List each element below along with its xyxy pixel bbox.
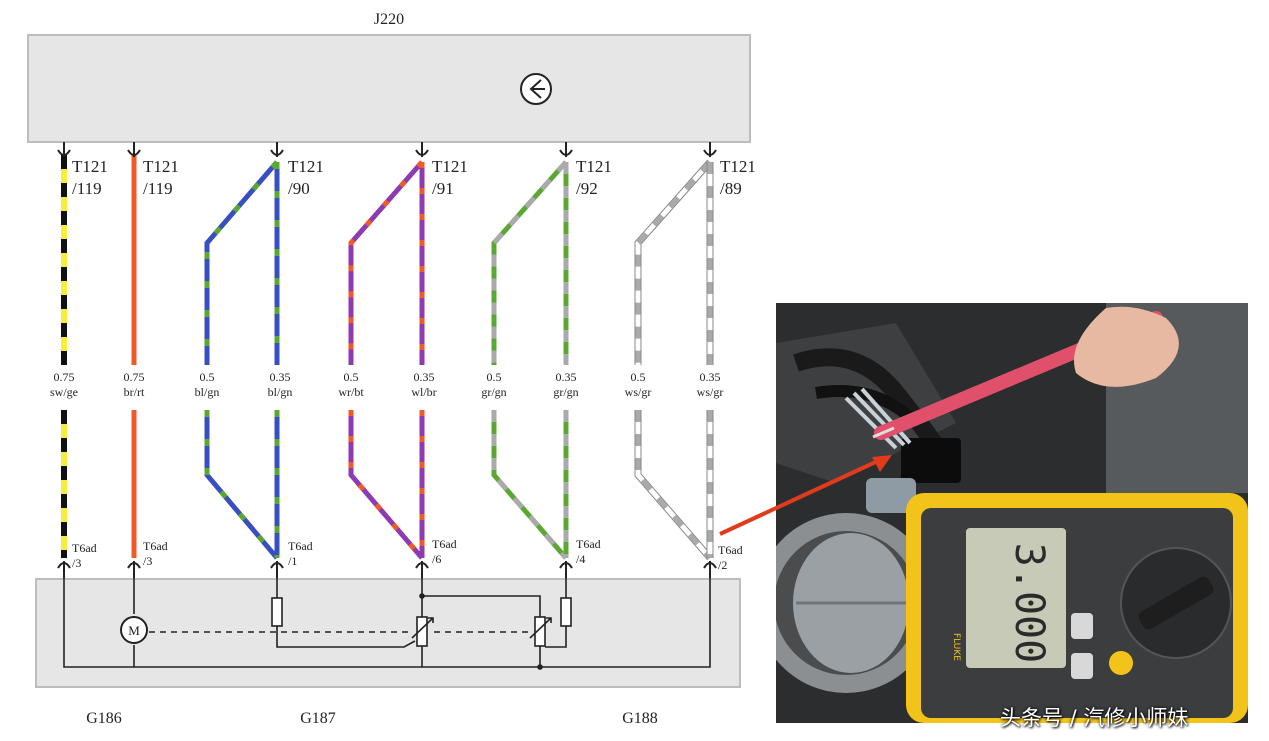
connector-name: T6ad: [718, 543, 743, 557]
wire-size: 0.5: [344, 370, 359, 384]
wire-7-gr-gn: [491, 160, 568, 560]
wire-color: gr/gn: [481, 385, 506, 399]
wire-color: br/rt: [124, 385, 145, 399]
watermark: 头条号 / 汽修小师妹: [1000, 706, 1189, 730]
connector-pin: /119: [72, 179, 102, 198]
connector-pin: /2: [718, 558, 727, 572]
wire-color: sw/ge: [50, 385, 78, 399]
pin-arrow-icon: [703, 142, 717, 157]
ground-symbol-icon: [520, 73, 552, 105]
pin-arrow-icon: [57, 142, 71, 157]
motor-icon: M: [120, 616, 148, 644]
wire-size: 0.35: [414, 370, 435, 384]
motor-symbol: M: [128, 623, 140, 638]
wire-size: 0.35: [556, 370, 577, 384]
wire-color: ws/gr: [625, 385, 652, 399]
connector-pin: /4: [576, 552, 585, 566]
connector-name: T6ad: [432, 537, 457, 551]
connector-name: T6ad: [288, 539, 313, 553]
component-g186: G186: [86, 710, 122, 727]
wire-labels: 0.75 sw/ge 0.75 br/rt 0.5 bl/gn 0.35 bl/…: [50, 370, 723, 399]
multimeter: 3.000 FLUKE: [906, 493, 1248, 723]
connector-name: T6ad: [576, 537, 601, 551]
pin-arrow-icon: [270, 561, 284, 578]
connector-name: T6ad: [72, 541, 97, 555]
wire-color: wr/bt: [338, 385, 364, 399]
wire-size: 0.5: [487, 370, 502, 384]
throttle-body: [776, 513, 936, 693]
connector-name: T121: [288, 157, 324, 176]
top-connector-symbols: [57, 142, 717, 157]
wire-color: gr/gn: [553, 385, 578, 399]
pin-arrow-icon: [559, 561, 573, 578]
pin-arrow-icon: [559, 142, 573, 157]
connector-name: T121: [143, 157, 179, 176]
wire-9-ws-gr: [634, 159, 713, 561]
wire-color: bl/gn: [268, 385, 293, 399]
connector-name: T121: [576, 157, 612, 176]
connector-pin: /90: [288, 179, 310, 198]
wire-color: wl/br: [411, 385, 436, 399]
top-connector-labels: T121 /119 T121 /119 T121 /90 T121 /91 T1…: [72, 157, 756, 198]
junction-dots: [419, 593, 543, 670]
pin-arrow-icon: [57, 561, 71, 578]
bottom-connector-symbols: [57, 561, 717, 578]
wire-size: 0.35: [270, 370, 291, 384]
bottom-connector-labels: T6ad /3 T6ad /3 T6ad /1 T6ad /6 T6ad /4 …: [72, 537, 743, 572]
connector-pin: /3: [143, 554, 152, 568]
ecu-box-j220: [27, 34, 751, 143]
pin-arrow-icon: [127, 142, 141, 157]
pin-arrow-icon: [127, 561, 141, 578]
wire-size: 0.5: [200, 370, 215, 384]
connector-name: T6ad: [143, 539, 168, 553]
wire-size: 0.35: [700, 370, 721, 384]
connector-pin: /119: [143, 179, 173, 198]
wire-size: 0.75: [124, 370, 145, 384]
wire-3-bl-gn: [204, 160, 279, 560]
component-g187: G187: [300, 710, 336, 727]
pin-arrow-icon: [270, 142, 284, 157]
connector-pin: /6: [432, 552, 441, 566]
pin-arrow-icon: [415, 561, 429, 578]
wire-color: ws/gr: [697, 385, 724, 399]
meter-reading: 3.000: [1006, 543, 1052, 663]
sensor-housing: [35, 578, 741, 688]
connector-pin: /3: [72, 556, 81, 570]
connector-pin: /89: [720, 179, 742, 198]
pin-arrow-icon: [415, 142, 429, 157]
component-g188: G188: [622, 710, 658, 727]
measurement-photo: 3.000 FLUKE: [776, 303, 1248, 723]
pin-arrow-icon: [703, 561, 717, 578]
connector-pin: /91: [432, 179, 454, 198]
connector-pin: /1: [288, 554, 297, 568]
meter-brand: FLUKE: [951, 633, 961, 661]
connector-name: T121: [432, 157, 468, 176]
wire-5-wr-bt: [348, 160, 424, 560]
ecu-label: J220: [374, 11, 404, 28]
test-probe: [872, 306, 1179, 440]
connector-name: T121: [72, 157, 108, 176]
wire-color: bl/gn: [195, 385, 220, 399]
wire-size: 0.75: [54, 370, 75, 384]
connector-pin: /92: [576, 179, 598, 198]
connector-name: T121: [720, 157, 756, 176]
wire-size: 0.5: [631, 370, 646, 384]
